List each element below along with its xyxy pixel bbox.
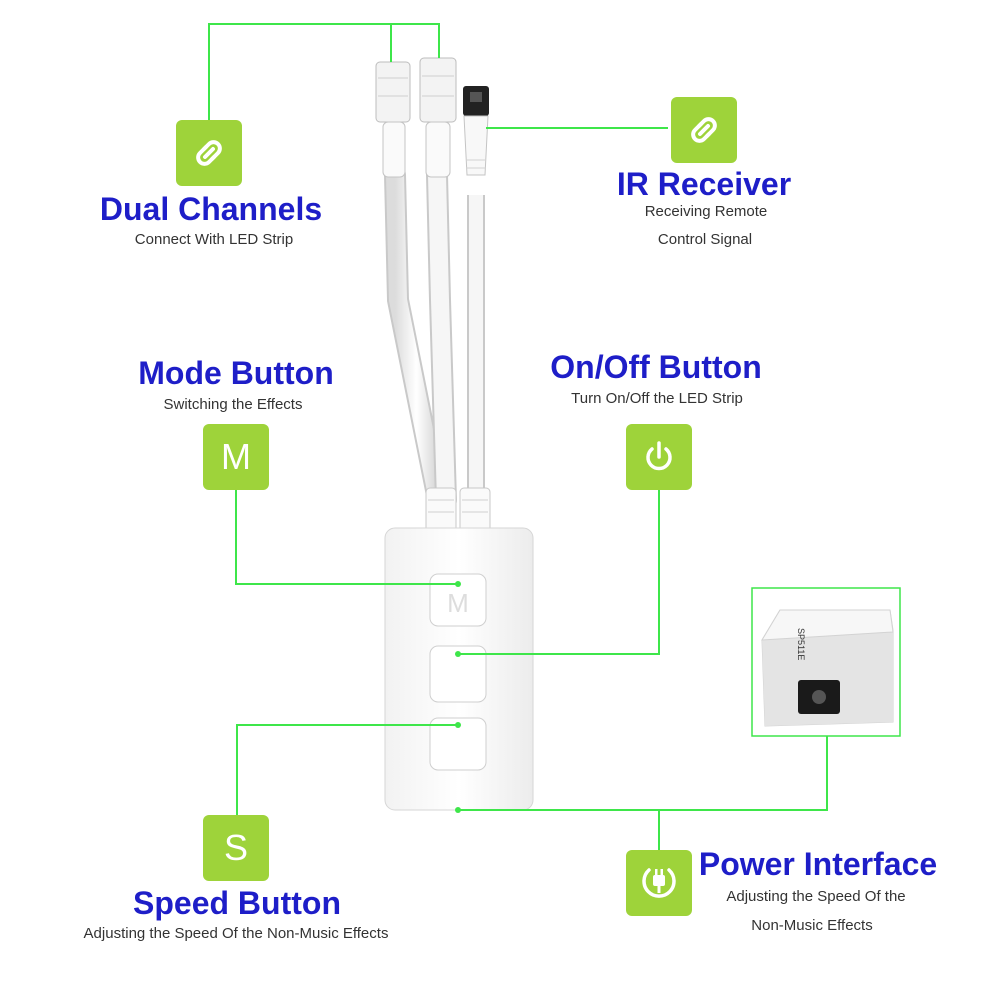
ir-receiver-subtitle-line2: Control Signal <box>657 231 753 248</box>
strain-reliefs <box>425 487 491 533</box>
svg-text:M: M <box>447 588 469 618</box>
power-interface-title: Power Interface <box>698 846 938 882</box>
mode-button-subtitle: Switching the Effects <box>163 396 303 413</box>
cables <box>384 164 485 511</box>
ir-receiver-subtitle-line1: Receiving Remote <box>644 203 768 220</box>
onoff-button-subtitle: Turn On/Off the LED Strip <box>571 390 743 407</box>
power-unit-inset: SP511E <box>751 587 901 737</box>
speed-button-icon-box: S <box>203 815 269 881</box>
link-icon <box>691 117 717 143</box>
speed-button-title: Speed Button <box>133 885 341 921</box>
led-channel-connectors <box>375 57 457 178</box>
dual-channels-subtitle: Connect With LED Strip <box>134 231 294 248</box>
mode-button-title: Mode Button <box>138 355 334 391</box>
power-icon <box>646 441 672 471</box>
onoff-button-icon-box <box>626 424 692 490</box>
dual-channels-title: Dual Channels <box>99 191 323 227</box>
onoff-button-title: On/Off Button <box>550 349 762 385</box>
callout-dots <box>455 581 461 813</box>
ir-receiver-icon-box <box>671 97 737 163</box>
ir-receiver-head <box>463 86 489 176</box>
plug-icon <box>642 868 676 898</box>
dual-channels-icon-box <box>176 120 242 186</box>
power-interface-icon-box <box>626 850 692 916</box>
ir-receiver-title: IR Receiver <box>616 166 792 202</box>
speed-button-subtitle: Adjusting the Speed Of the Non-Music Eff… <box>83 925 389 942</box>
link-icon <box>196 140 222 166</box>
power-interface-subtitle-line2: Non-Music Effects <box>751 917 873 934</box>
callout-lines <box>208 23 828 850</box>
controller-body: M <box>384 527 534 811</box>
power-interface-subtitle-line1: Adjusting the Speed Of the <box>726 888 906 905</box>
mode-button-icon-box: M <box>203 424 269 490</box>
power-unit-model-label: SP511E <box>796 628 806 660</box>
